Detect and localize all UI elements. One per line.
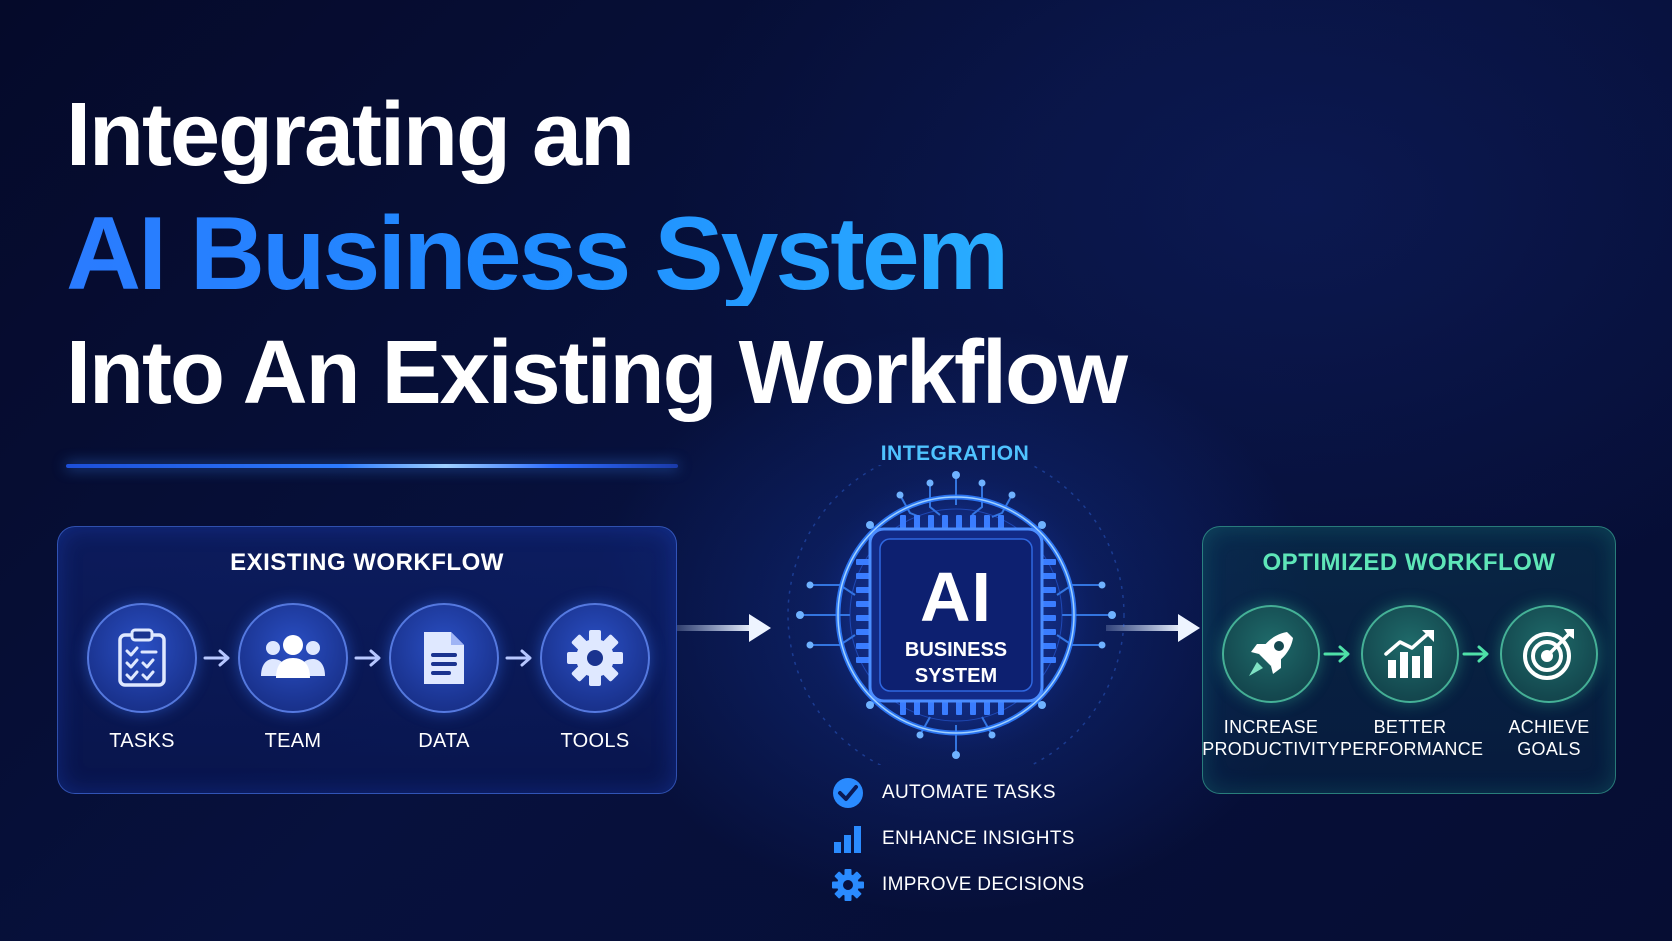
- arrow-right-icon: [354, 649, 381, 667]
- arrow-right-icon: [505, 649, 532, 667]
- existing-workflow-panel: EXISTING WORKFLOW TASKS: [57, 526, 677, 794]
- arrow-out-of-ai-icon: [1106, 614, 1200, 642]
- bar-chart-icon: [830, 821, 866, 857]
- benefit-improve-decisions: IMPROVE DECISIONS: [830, 862, 1085, 908]
- arrow-right-icon: [203, 649, 230, 667]
- rocket-icon: [1222, 605, 1320, 703]
- integration-label: INTEGRATION: [880, 442, 1030, 465]
- step-tools: TOOLS: [525, 603, 665, 753]
- chip-subtitle-2: SYSTEM: [914, 665, 998, 687]
- step-label-data: DATA: [418, 730, 470, 752]
- benefits-list: AUTOMATE TASKS ENHANCE INSIGHTS: [830, 770, 1085, 908]
- ai-chip: AI BUSINESS SYSTEM: [878, 562, 1034, 688]
- step-label-line-2: GOALS: [1517, 738, 1581, 759]
- chip-ai-label: AI: [920, 558, 992, 636]
- step-label-better-performance: BETTER PERFORMANCE: [1340, 717, 1484, 760]
- title-line-2: AI Business System: [66, 202, 1126, 306]
- page-title: Integrating an AI Business System Into A…: [66, 85, 1128, 423]
- arrow-right-icon: [1323, 645, 1350, 663]
- benefit-label: AUTOMATE TASKS: [882, 782, 1056, 803]
- document-icon: [389, 603, 499, 713]
- target-icon: [1500, 605, 1598, 703]
- step-label-line-1: ACHIEVE: [1508, 717, 1590, 737]
- chip-subtitle-1: BUSINESS: [904, 639, 1008, 661]
- growth-chart-icon: [1361, 605, 1459, 703]
- step-label-tasks: TASKS: [109, 730, 175, 752]
- step-label-achieve-goals: ACHIEVE GOALS: [1479, 717, 1619, 760]
- step-increase-productivity: INCREASE PRODUCTIVITY: [1201, 605, 1341, 760]
- arrow-into-ai-icon: [677, 614, 771, 642]
- step-data: DATA: [374, 603, 514, 753]
- step-label-increase-productivity: INCREASE PRODUCTIVITY: [1201, 717, 1341, 760]
- arrow-right-icon: [1462, 645, 1489, 663]
- title-line-1: Integrating an: [66, 85, 635, 185]
- benefit-enhance-insights: ENHANCE INSIGHTS: [830, 816, 1085, 862]
- optimized-workflow-title: OPTIMIZED WORKFLOW: [1262, 549, 1556, 576]
- gear-icon: [540, 603, 650, 713]
- benefit-automate-tasks: AUTOMATE TASKS: [830, 770, 1085, 816]
- existing-workflow-title: EXISTING WORKFLOW: [230, 549, 504, 576]
- title-underline: [66, 464, 678, 468]
- team-icon: [238, 603, 348, 713]
- step-label-line-1: INCREASE: [1223, 717, 1319, 737]
- optimized-workflow-panel: OPTIMIZED WORKFLOW INCREASE PRODUCTIVITY: [1202, 526, 1616, 794]
- ai-chip-circuit-icon: [787, 465, 1125, 765]
- step-achieve-goals: ACHIEVE GOALS: [1479, 605, 1619, 760]
- step-label-tools: TOOLS: [560, 730, 630, 752]
- check-circle-icon: [830, 775, 866, 811]
- benefit-label: IMPROVE DECISIONS: [882, 874, 1085, 895]
- benefit-label: ENHANCE INSIGHTS: [882, 828, 1075, 849]
- step-tasks: TASKS: [72, 603, 212, 753]
- gear-icon: [830, 867, 866, 903]
- title-line-3: Into An Existing Workflow: [66, 323, 1128, 423]
- step-team: TEAM: [223, 603, 363, 753]
- step-label-line-2: PERFORMANCE: [1340, 738, 1484, 759]
- step-better-performance: BETTER PERFORMANCE: [1340, 605, 1484, 760]
- step-label-line-2: PRODUCTIVITY: [1202, 738, 1340, 759]
- clipboard-checklist-icon: [87, 603, 197, 713]
- step-label-line-1: BETTER: [1373, 717, 1447, 737]
- step-label-team: TEAM: [264, 730, 322, 752]
